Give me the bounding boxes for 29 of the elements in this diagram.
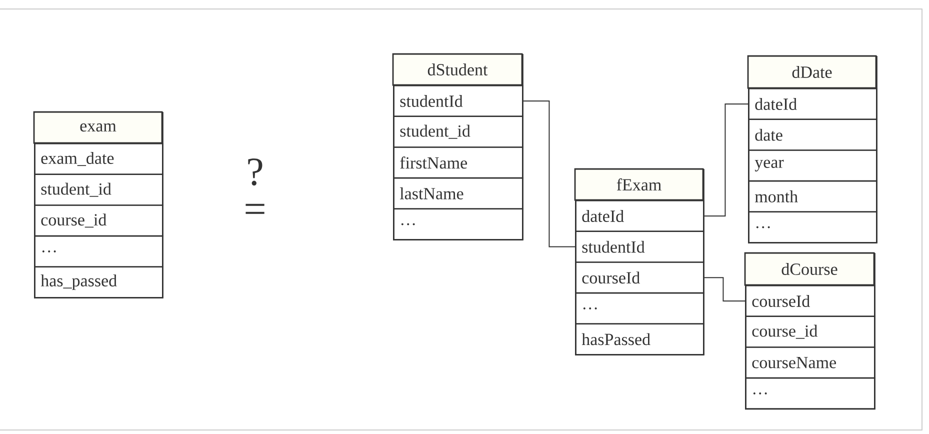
table-row: dateId [575,200,704,232]
table-row: course_id [34,204,164,237]
table-row: … [34,235,164,268]
table-row: courseId [745,285,876,317]
table-row: … [748,211,878,244]
table-row: month [748,180,878,212]
table-row: has_passed [34,266,164,298]
table-row: lastName [393,177,524,210]
table-row: studentId [393,85,524,117]
symbol-label: = [246,204,264,214]
connector-line [704,104,748,216]
table-row: year [748,150,878,182]
symbol-label: ? [248,158,262,186]
table-row: … [575,292,704,324]
table-row: date [748,118,878,151]
table-row: firstName [393,146,524,179]
table-row: courseName [745,346,876,379]
table-row: courseId [575,262,704,294]
table-row: studentId [575,230,704,263]
table-row: student_id [34,174,164,206]
table-row: … [745,377,876,410]
table-row: … [393,208,524,240]
table-row: hasPassed [575,323,704,356]
connector-line [522,100,576,248]
table-row: course_id [745,316,876,348]
table-row: dateId [748,88,878,120]
table-row: exam_date [34,143,164,175]
table-row: student_id [393,116,524,148]
connector-line [704,277,746,302]
